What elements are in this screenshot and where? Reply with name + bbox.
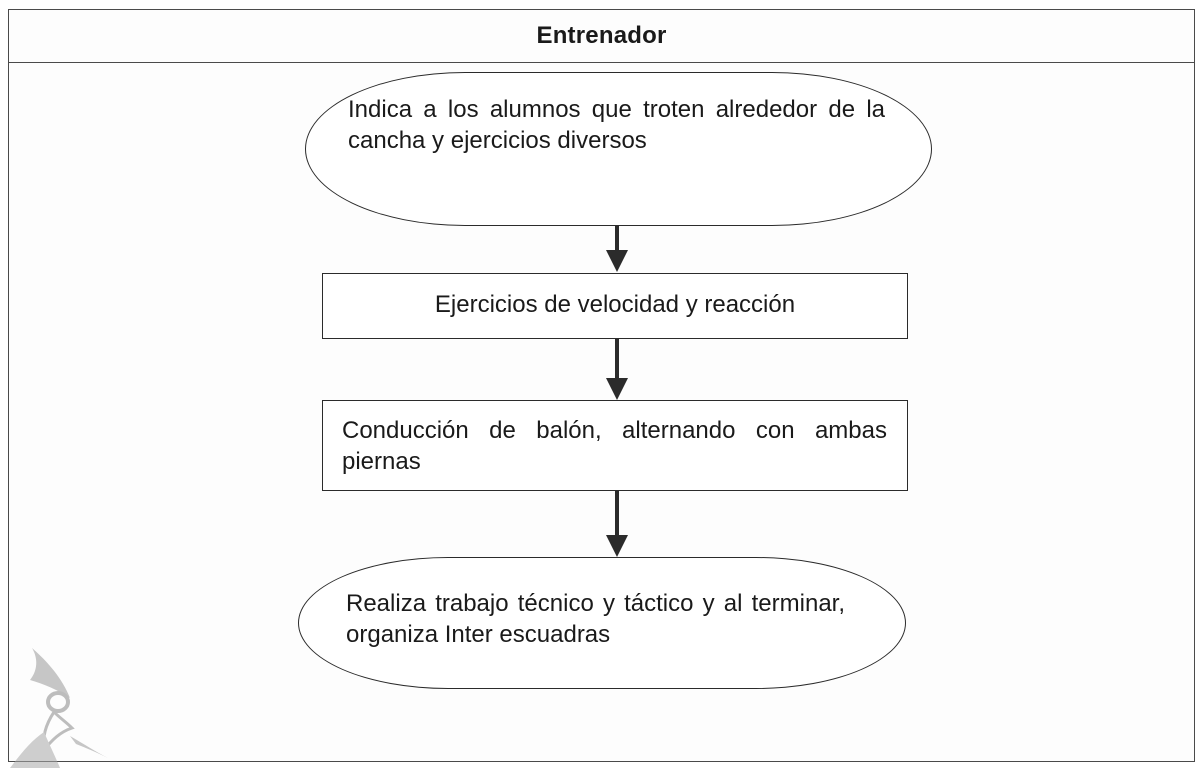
step-1-terminal: Indica a los alumnos que troten alrededo… bbox=[305, 72, 932, 226]
diagram-title: Entrenador bbox=[536, 22, 667, 49]
step-1-text: Indica a los alumnos que troten alrededo… bbox=[348, 96, 885, 155]
figure-logo-watermark-icon bbox=[10, 648, 108, 768]
step-2-text: Ejercicios de velocidad y reacción bbox=[434, 291, 796, 318]
step-4-text: Realiza trabajo técnico y táctico y al t… bbox=[346, 590, 845, 649]
arrow-3-head bbox=[606, 535, 628, 557]
arrow-2-head bbox=[606, 378, 628, 400]
step-4-terminal: Realiza trabajo técnico y táctico y al t… bbox=[298, 557, 906, 689]
step-3-text: Conducción de balón, alternando con amba… bbox=[342, 417, 887, 476]
frame-header: Entrenador bbox=[9, 10, 1194, 63]
arrow-1-head bbox=[606, 250, 628, 272]
step-2-process: Ejercicios de velocidad y reacción bbox=[322, 273, 908, 339]
step-3-process: Conducción de balón, alternando con amba… bbox=[322, 400, 908, 491]
